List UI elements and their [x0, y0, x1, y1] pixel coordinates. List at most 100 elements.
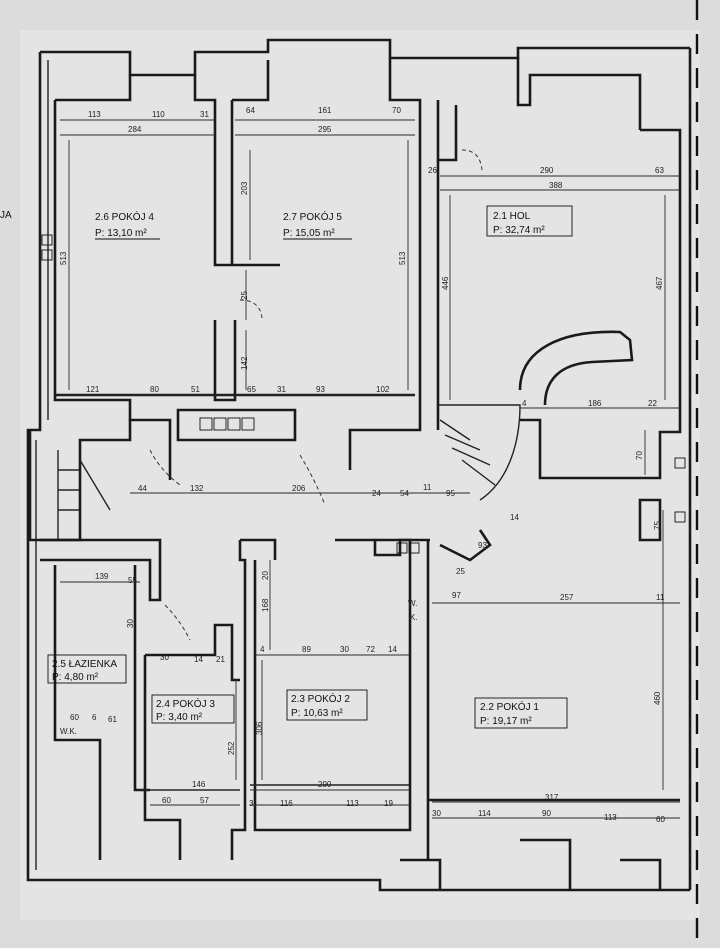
svg-text:460: 460	[653, 691, 662, 705]
svg-text:142: 142	[240, 356, 249, 370]
svg-text:121: 121	[86, 385, 100, 394]
svg-text:93: 93	[316, 385, 325, 394]
svg-text:19: 19	[384, 799, 393, 808]
svg-text:114: 114	[478, 809, 491, 818]
room-label-2-5: 2.5 ŁAZIENKA P: 4,80 m²	[47, 654, 127, 684]
svg-text:203: 203	[240, 181, 249, 195]
svg-text:4: 4	[522, 399, 527, 408]
dimension-lines	[60, 119, 680, 819]
svg-text:95: 95	[446, 489, 455, 498]
svg-text:89: 89	[302, 645, 311, 654]
vertical-dimension-texts: 203 25 142 513 513 446 467 70 20 168 306…	[59, 181, 664, 755]
room-name: 2.3 POKÓJ 2	[291, 692, 350, 705]
svg-text:4: 4	[260, 645, 265, 654]
svg-text:21: 21	[216, 655, 225, 664]
svg-text:60: 60	[70, 713, 79, 722]
room-name: 2.7 POKÓJ 5	[283, 210, 342, 223]
svg-text:11: 11	[656, 593, 665, 602]
svg-text:57: 57	[200, 796, 209, 805]
svg-text:513: 513	[398, 251, 407, 265]
svg-text:132: 132	[190, 484, 204, 493]
room-name: 2.1 HOL	[493, 211, 531, 222]
svg-text:446: 446	[441, 276, 450, 290]
room-label-2-4: 2.4 POKÓJ 3 P: 3,40 m²	[151, 694, 235, 724]
room-area: P: 3,40 m²	[156, 712, 203, 723]
svg-text:31: 31	[200, 110, 209, 119]
svg-text:168: 168	[261, 598, 270, 612]
svg-text:25: 25	[240, 291, 249, 300]
svg-text:206: 206	[292, 484, 306, 493]
svg-text:93: 93	[478, 541, 487, 550]
svg-text:63: 63	[655, 166, 664, 175]
svg-text:20: 20	[261, 571, 270, 580]
svg-text:30: 30	[126, 619, 135, 628]
svg-text:60: 60	[656, 815, 665, 824]
svg-text:54: 54	[400, 489, 409, 498]
svg-text:14: 14	[194, 655, 203, 664]
svg-text:388: 388	[549, 181, 563, 190]
svg-text:30: 30	[160, 653, 169, 662]
k-label: K.	[410, 613, 418, 622]
svg-text:11: 11	[423, 483, 432, 492]
svg-text:139: 139	[95, 572, 109, 581]
w-label: W.	[408, 599, 417, 608]
svg-text:6: 6	[92, 713, 97, 722]
svg-text:55: 55	[128, 576, 137, 585]
svg-text:284: 284	[128, 125, 142, 134]
svg-text:113: 113	[88, 110, 101, 119]
svg-text:64: 64	[246, 106, 255, 115]
svg-text:60: 60	[162, 796, 171, 805]
room-area: P: 32,74 m²	[493, 225, 545, 236]
svg-text:44: 44	[138, 484, 147, 493]
svg-text:70: 70	[635, 451, 644, 460]
svg-text:97: 97	[452, 591, 461, 600]
ja-label: JA	[0, 210, 12, 221]
svg-text:25: 25	[456, 567, 465, 576]
room-area: P: 19,17 m²	[480, 716, 532, 727]
svg-text:22: 22	[648, 399, 657, 408]
svg-text:31: 31	[277, 385, 286, 394]
svg-text:257: 257	[560, 593, 574, 602]
svg-text:75: 75	[653, 521, 662, 530]
svg-text:161: 161	[318, 106, 332, 115]
svg-text:186: 186	[588, 399, 602, 408]
svg-text:14: 14	[388, 645, 397, 654]
room-label-2-6: 2.6 POKÓJ 4 P: 13,10 m²	[95, 210, 160, 240]
room-name: 2.5 ŁAZIENKA	[52, 659, 117, 670]
svg-text:113: 113	[604, 813, 617, 822]
svg-text:102: 102	[376, 385, 390, 394]
wk-label: W.K.	[60, 727, 77, 736]
svg-text:146: 146	[192, 780, 206, 789]
svg-text:252: 252	[227, 741, 236, 755]
room-name: 2.2 POKÓJ 1	[480, 700, 539, 713]
svg-text:14: 14	[510, 513, 519, 522]
room-area: P: 15,05 m²	[283, 228, 335, 239]
room-area: P: 4,80 m²	[52, 672, 99, 683]
room-label-2-2: 2.2 POKÓJ 1 P: 19,17 m²	[474, 697, 568, 729]
svg-text:116: 116	[280, 799, 293, 808]
svg-text:30: 30	[340, 645, 349, 654]
room-area: P: 10,63 m²	[291, 708, 343, 719]
svg-text:61: 61	[108, 715, 117, 724]
svg-text:290: 290	[318, 780, 332, 789]
svg-text:51: 51	[191, 385, 200, 394]
svg-text:513: 513	[59, 251, 68, 265]
outer-walls	[26, 38, 692, 892]
svg-text:80: 80	[150, 385, 159, 394]
door-swings	[149, 149, 483, 641]
svg-text:110: 110	[152, 110, 165, 119]
svg-text:290: 290	[540, 166, 554, 175]
room-name: 2.4 POKÓJ 3	[156, 697, 215, 710]
svg-text:26: 26	[428, 166, 437, 175]
room-label-2-7: 2.7 POKÓJ 5 P: 15,05 m²	[283, 210, 352, 240]
svg-text:72: 72	[366, 645, 375, 654]
room-label-2-1: 2.1 HOL P: 32,74 m²	[486, 205, 573, 237]
interior-walls	[28, 58, 682, 890]
vent-boxes	[41, 234, 686, 554]
svg-text:306: 306	[255, 721, 264, 735]
room-name: 2.6 POKÓJ 4	[95, 210, 154, 223]
svg-text:113: 113	[346, 799, 359, 808]
svg-text:3: 3	[249, 799, 254, 808]
